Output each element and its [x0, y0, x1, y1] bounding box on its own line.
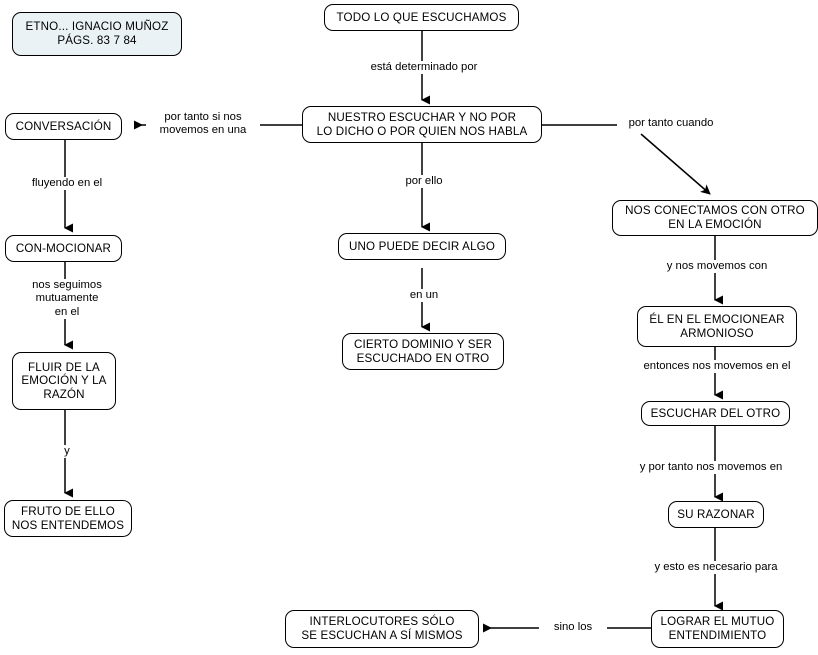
edge-label-y-esto-es-necesario-para: y esto es necesario para — [624, 561, 808, 575]
node-lograr-label: LOGRAR EL MUTUO ENTENDIMIENTO — [660, 615, 775, 642]
node-todo-label: TODO LO QUE ESCUCHAMOS — [336, 10, 507, 24]
node-nuestro-label: NUESTRO ESCUCHAR Y NO POR LO DICHO O POR… — [316, 110, 528, 138]
node-conversacion-label: CONVERSACIÓN — [15, 119, 112, 133]
edge-label-sino-los: sino los — [539, 621, 607, 635]
edge-label-entonces-nos-movemos-en-el: entonces nos movemos en el — [613, 360, 818, 374]
edge-label-nos-seguimos-mutuamente: nos seguimos mutuamente en el — [12, 279, 122, 320]
edge-label-esta-determinado-por: está determinado por — [348, 61, 500, 75]
node-source-label: ETNO... IGNACIO MUÑOZ PÁGS. 83 7 84 — [25, 20, 169, 47]
edge-label-y-por-tanto-nos-movemos-en: y por tanto nos movemos en — [605, 461, 817, 475]
node-nos-conectamos[interactable]: NOS CONECTAMOS CON OTRO EN LA EMOCIÓN — [612, 200, 818, 236]
edge-label-en-un: en un — [392, 289, 456, 303]
node-cierto-dominio[interactable]: CIERTO DOMINIO Y SER ESCUCHADO EN OTRO — [342, 333, 504, 370]
node-el-en-el-emocionear[interactable]: ÉL EN EL EMOCIONEAR ARMONIOSO — [637, 306, 797, 347]
node-fluir-de-la-emocion[interactable]: FLUIR DE LA EMOCIÓN Y LA RAZÓN — [12, 352, 116, 410]
node-escuchar-label: ESCUCHAR DEL OTRO — [650, 406, 781, 420]
node-cierto-label: CIERTO DOMINIO Y SER ESCUCHADO EN OTRO — [353, 337, 493, 365]
node-fruto-de-ello[interactable]: FRUTO DE ELLO NOS ENTENDEMOS — [4, 500, 132, 537]
node-con-mocionar[interactable]: CON-MOCIONAR — [5, 235, 122, 262]
edge-nuestro-conectamos-diag — [640, 133, 711, 195]
node-escuchar-del-otro[interactable]: ESCUCHAR DEL OTRO — [641, 401, 790, 426]
node-conmocionar-label: CON-MOCIONAR — [15, 241, 112, 255]
node-interlocutores-solo[interactable]: INTERLOCUTORES SÓLO SE ESCUCHAN A SÍ MIS… — [285, 610, 479, 648]
edge-label-por-ello: por ello — [384, 175, 464, 189]
node-uno-puede-decir-algo[interactable]: UNO PUEDE DECIR ALGO — [338, 233, 506, 260]
node-conversacion[interactable]: CONVERSACIÓN — [5, 113, 122, 140]
node-emocionear-label: ÉL EN EL EMOCIONEAR ARMONIOSO — [649, 312, 785, 340]
node-lograr-el-mutuo-entendimiento[interactable]: LOGRAR EL MUTUO ENTENDIMIENTO — [651, 610, 784, 648]
edge-label-por-tanto-si-nos-movemos: por tanto si nos movemos en una — [146, 111, 260, 138]
node-todo-lo-que-escuchamos[interactable]: TODO LO QUE ESCUCHAMOS — [324, 4, 519, 31]
node-source[interactable]: ETNO... IGNACIO MUÑOZ PÁGS. 83 7 84 — [12, 12, 182, 56]
node-conectamos-label: NOS CONECTAMOS CON OTRO EN LA EMOCIÓN — [625, 204, 805, 231]
node-razonar-label: SU RAZONAR — [677, 507, 755, 521]
node-unopuede-label: UNO PUEDE DECIR ALGO — [348, 239, 496, 253]
node-fluir-label: FLUIR DE LA EMOCIÓN Y LA RAZÓN — [21, 360, 107, 401]
edge-label-fluyendo-en-el: fluyendo en el — [14, 177, 120, 191]
node-nuestro-escuchar[interactable]: NUESTRO ESCUCHAR Y NO POR LO DICHO O POR… — [302, 106, 542, 143]
node-interlocutores-label: INTERLOCUTORES SÓLO SE ESCUCHAN A SÍ MIS… — [301, 615, 463, 642]
edge-label-y: y — [48, 445, 86, 459]
edge-label-por-tanto-cuando: por tanto cuando — [617, 117, 725, 131]
node-fruto-label: FRUTO DE ELLO NOS ENTENDEMOS — [11, 504, 125, 532]
node-su-razonar[interactable]: SU RAZONAR — [668, 501, 764, 528]
edge-label-y-nos-movemos-con: y nos movemos con — [645, 260, 789, 274]
